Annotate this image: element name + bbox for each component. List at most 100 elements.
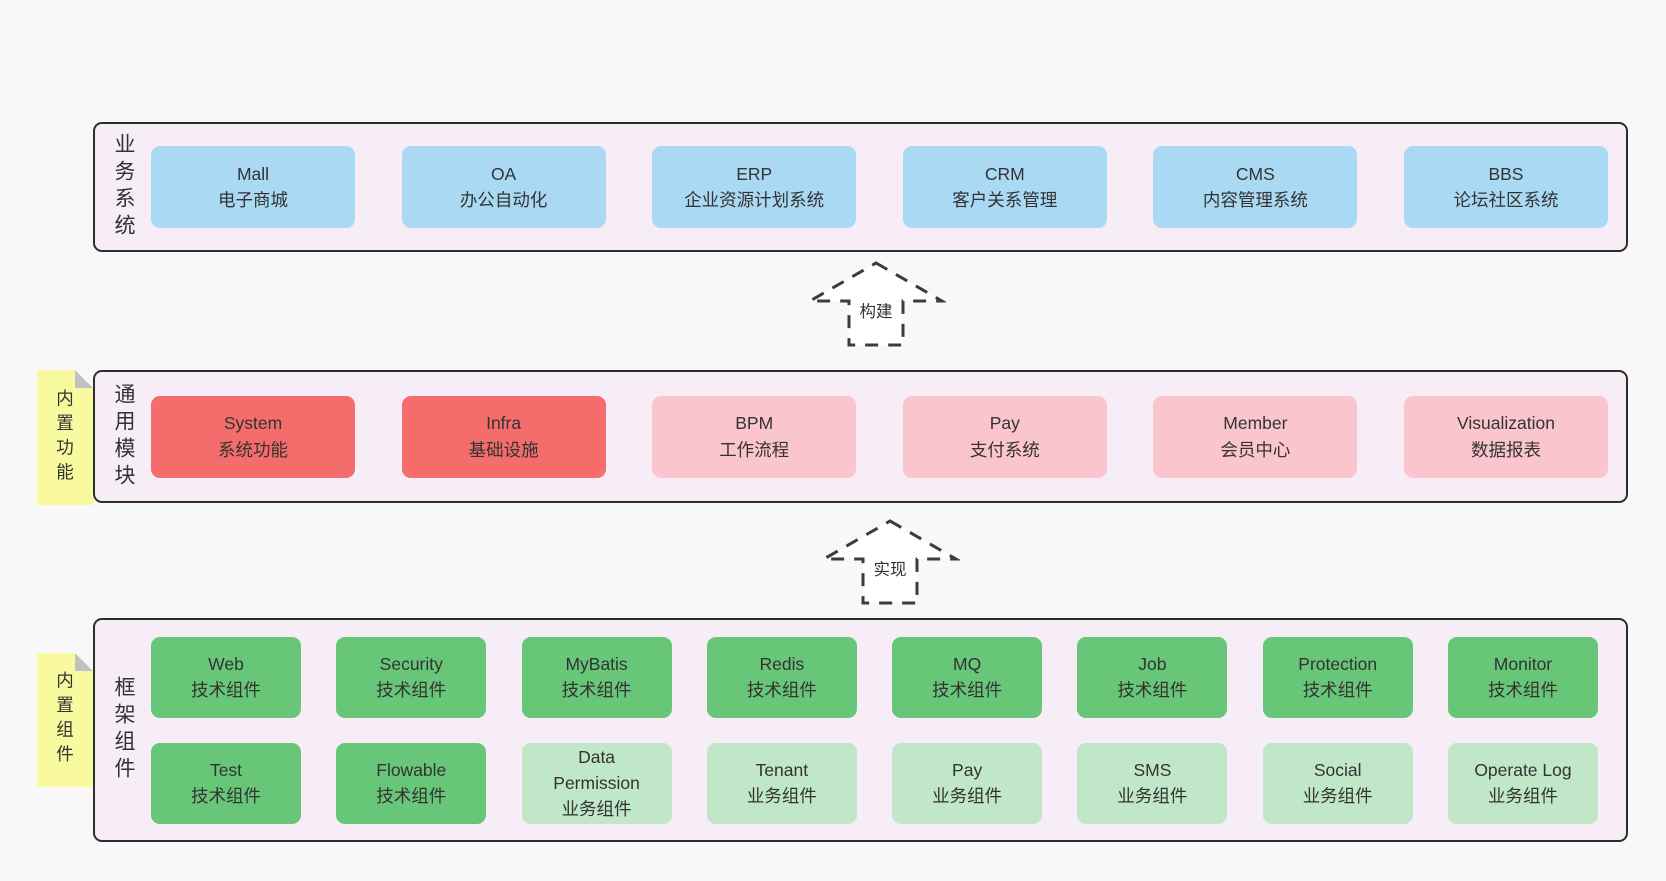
box-name: BPM: [735, 413, 774, 434]
box-name: Visualization: [1457, 413, 1555, 434]
box-name: Flowable: [376, 759, 447, 780]
box-bpm: BPM 工作流程: [652, 395, 857, 478]
box-social: Social 业务组件: [1262, 742, 1413, 824]
box-crm: CRM 客户关系管理: [902, 146, 1107, 228]
box-desc: 内容管理系统: [1202, 190, 1308, 210]
box-data-permission: Data Permission 业务组件: [521, 742, 672, 824]
box-tenant: Tenant 业务组件: [706, 742, 857, 824]
box-desc: 业务组件: [1487, 786, 1558, 806]
box-desc: 技术组件: [561, 680, 632, 700]
box-desc: 基础设施: [468, 439, 539, 460]
box-security: Security 技术组件: [336, 636, 487, 718]
box-desc: 技术组件: [191, 680, 261, 700]
box-name: Member: [1223, 413, 1288, 434]
box-desc: 工作流程: [719, 439, 790, 460]
box-operate-log: Operate Log 业务组件: [1447, 742, 1598, 824]
box-desc: 业务组件: [1302, 786, 1373, 806]
box-desc: 支付系统: [969, 439, 1040, 460]
box-name: Monitor: [1493, 653, 1553, 674]
box-mq: MQ 技术组件: [892, 636, 1043, 718]
box-desc: 业务组件: [746, 786, 817, 806]
box-name: Mall: [236, 163, 270, 184]
box-desc: 技术组件: [1117, 680, 1188, 700]
box-name: Pay: [952, 759, 983, 780]
box-name: SMS: [1133, 759, 1172, 780]
box-name: MQ: [953, 653, 982, 674]
box-name: BBS: [1488, 163, 1524, 184]
box-desc: 业务组件: [561, 799, 632, 820]
box-desc: 企业资源计划系统: [684, 190, 825, 210]
box-desc: 论坛社区系统: [1453, 190, 1559, 210]
arrow-build: 构建: [806, 260, 946, 348]
box-desc: 办公自动化: [459, 190, 548, 210]
box-mybatis: MyBatis 技术组件: [521, 636, 672, 718]
box-name: Tenant: [755, 759, 809, 780]
box-member: Member 会员中心: [1153, 395, 1358, 478]
box-name: Operate Log: [1474, 759, 1572, 780]
box-desc: 技术组件: [1487, 680, 1558, 700]
framework-row-1: Web 技术组件 Security 技术组件 MyBatis 技术组件 Redi…: [151, 636, 1598, 718]
band-business-systems: 业务系统 Mall 电子商城 OA 办公自动化 ERP 企业资源计划系统 CRM…: [93, 122, 1628, 252]
sticky-note-text: 内置组件: [54, 671, 75, 769]
box-name: Test: [209, 759, 243, 780]
box-name: ERP: [736, 163, 773, 184]
box-monitor: Monitor 技术组件: [1447, 636, 1598, 718]
box-desc: 业务组件: [1117, 786, 1188, 806]
box-pay-component: Pay 业务组件: [892, 742, 1043, 824]
business-systems-boxes: Mall 电子商城 OA 办公自动化 ERP 企业资源计划系统 CRM 客户关系…: [151, 124, 1626, 250]
box-name: Job: [1138, 653, 1167, 674]
box-desc: 业务组件: [932, 786, 1003, 806]
box-flowable: Flowable 技术组件: [336, 742, 487, 824]
sticky-note-text: 内置功能: [54, 388, 75, 487]
box-infra: Infra 基础设施: [401, 395, 606, 478]
band-label-common-modules: 通用模块: [112, 382, 135, 491]
box-name: CRM: [984, 163, 1025, 184]
box-desc: 电子商城: [218, 190, 288, 210]
box-name: Infra: [486, 413, 522, 434]
box-desc: 技术组件: [376, 786, 447, 806]
box-desc: 客户关系管理: [952, 190, 1058, 210]
box-redis: Redis 技术组件: [706, 636, 857, 718]
band-framework-components: 框架组件 Web 技术组件 Security 技术组件 MyBatis 技术组件…: [93, 618, 1628, 842]
box-protection: Protection 技术组件: [1262, 636, 1413, 718]
sticky-fold-icon: [75, 653, 93, 671]
arrow-build-label: 构建: [856, 298, 896, 322]
framework-row-2: Test 技术组件 Flowable 技术组件 Data Permission …: [151, 742, 1598, 824]
box-visualization: Visualization 数据报表: [1403, 395, 1608, 478]
sticky-fold-icon: [75, 370, 93, 388]
box-sms: SMS 业务组件: [1077, 742, 1228, 824]
band-common-modules: 通用模块 System 系统功能 Infra 基础设施 BPM 工作流程 Pay…: [93, 370, 1628, 503]
box-test: Test 技术组件: [151, 742, 301, 824]
box-name: Security: [379, 653, 443, 674]
box-desc: 技术组件: [1302, 680, 1373, 700]
box-job: Job 技术组件: [1077, 636, 1228, 718]
box-name: MyBatis: [565, 653, 628, 674]
box-name: Data Permission: [553, 746, 640, 793]
arrow-implement: 实现: [820, 518, 960, 606]
box-pay-module: Pay 支付系统: [902, 395, 1107, 478]
box-name: System: [223, 413, 283, 434]
box-name: Redis: [759, 653, 805, 674]
band-label-framework-components: 框架组件: [112, 676, 135, 784]
common-modules-boxes: System 系统功能 Infra 基础设施 BPM 工作流程 Pay 支付系统…: [151, 372, 1626, 501]
band-label-business-systems: 业务系统: [112, 133, 135, 241]
sticky-note-builtin-components: 内置组件: [37, 653, 93, 787]
box-name: Protection: [1298, 653, 1378, 674]
framework-components-rows: Web 技术组件 Security 技术组件 MyBatis 技术组件 Redi…: [151, 620, 1626, 840]
box-name: Web: [208, 653, 244, 674]
box-mall: Mall 电子商城: [151, 146, 355, 228]
box-name: Pay: [989, 413, 1020, 434]
box-system: System 系统功能: [151, 395, 355, 478]
box-erp: ERP 企业资源计划系统: [652, 146, 857, 228]
box-desc: 数据报表: [1470, 439, 1541, 460]
box-name: CMS: [1235, 163, 1275, 184]
box-desc: 技术组件: [191, 786, 261, 806]
sticky-note-builtin-features: 内置功能: [37, 370, 93, 505]
box-name: Social: [1313, 759, 1362, 780]
box-desc: 会员中心: [1220, 439, 1291, 460]
box-desc: 技术组件: [932, 680, 1003, 700]
box-name: OA: [490, 163, 517, 184]
box-web: Web 技术组件: [151, 636, 301, 718]
box-desc: 技术组件: [746, 680, 817, 700]
